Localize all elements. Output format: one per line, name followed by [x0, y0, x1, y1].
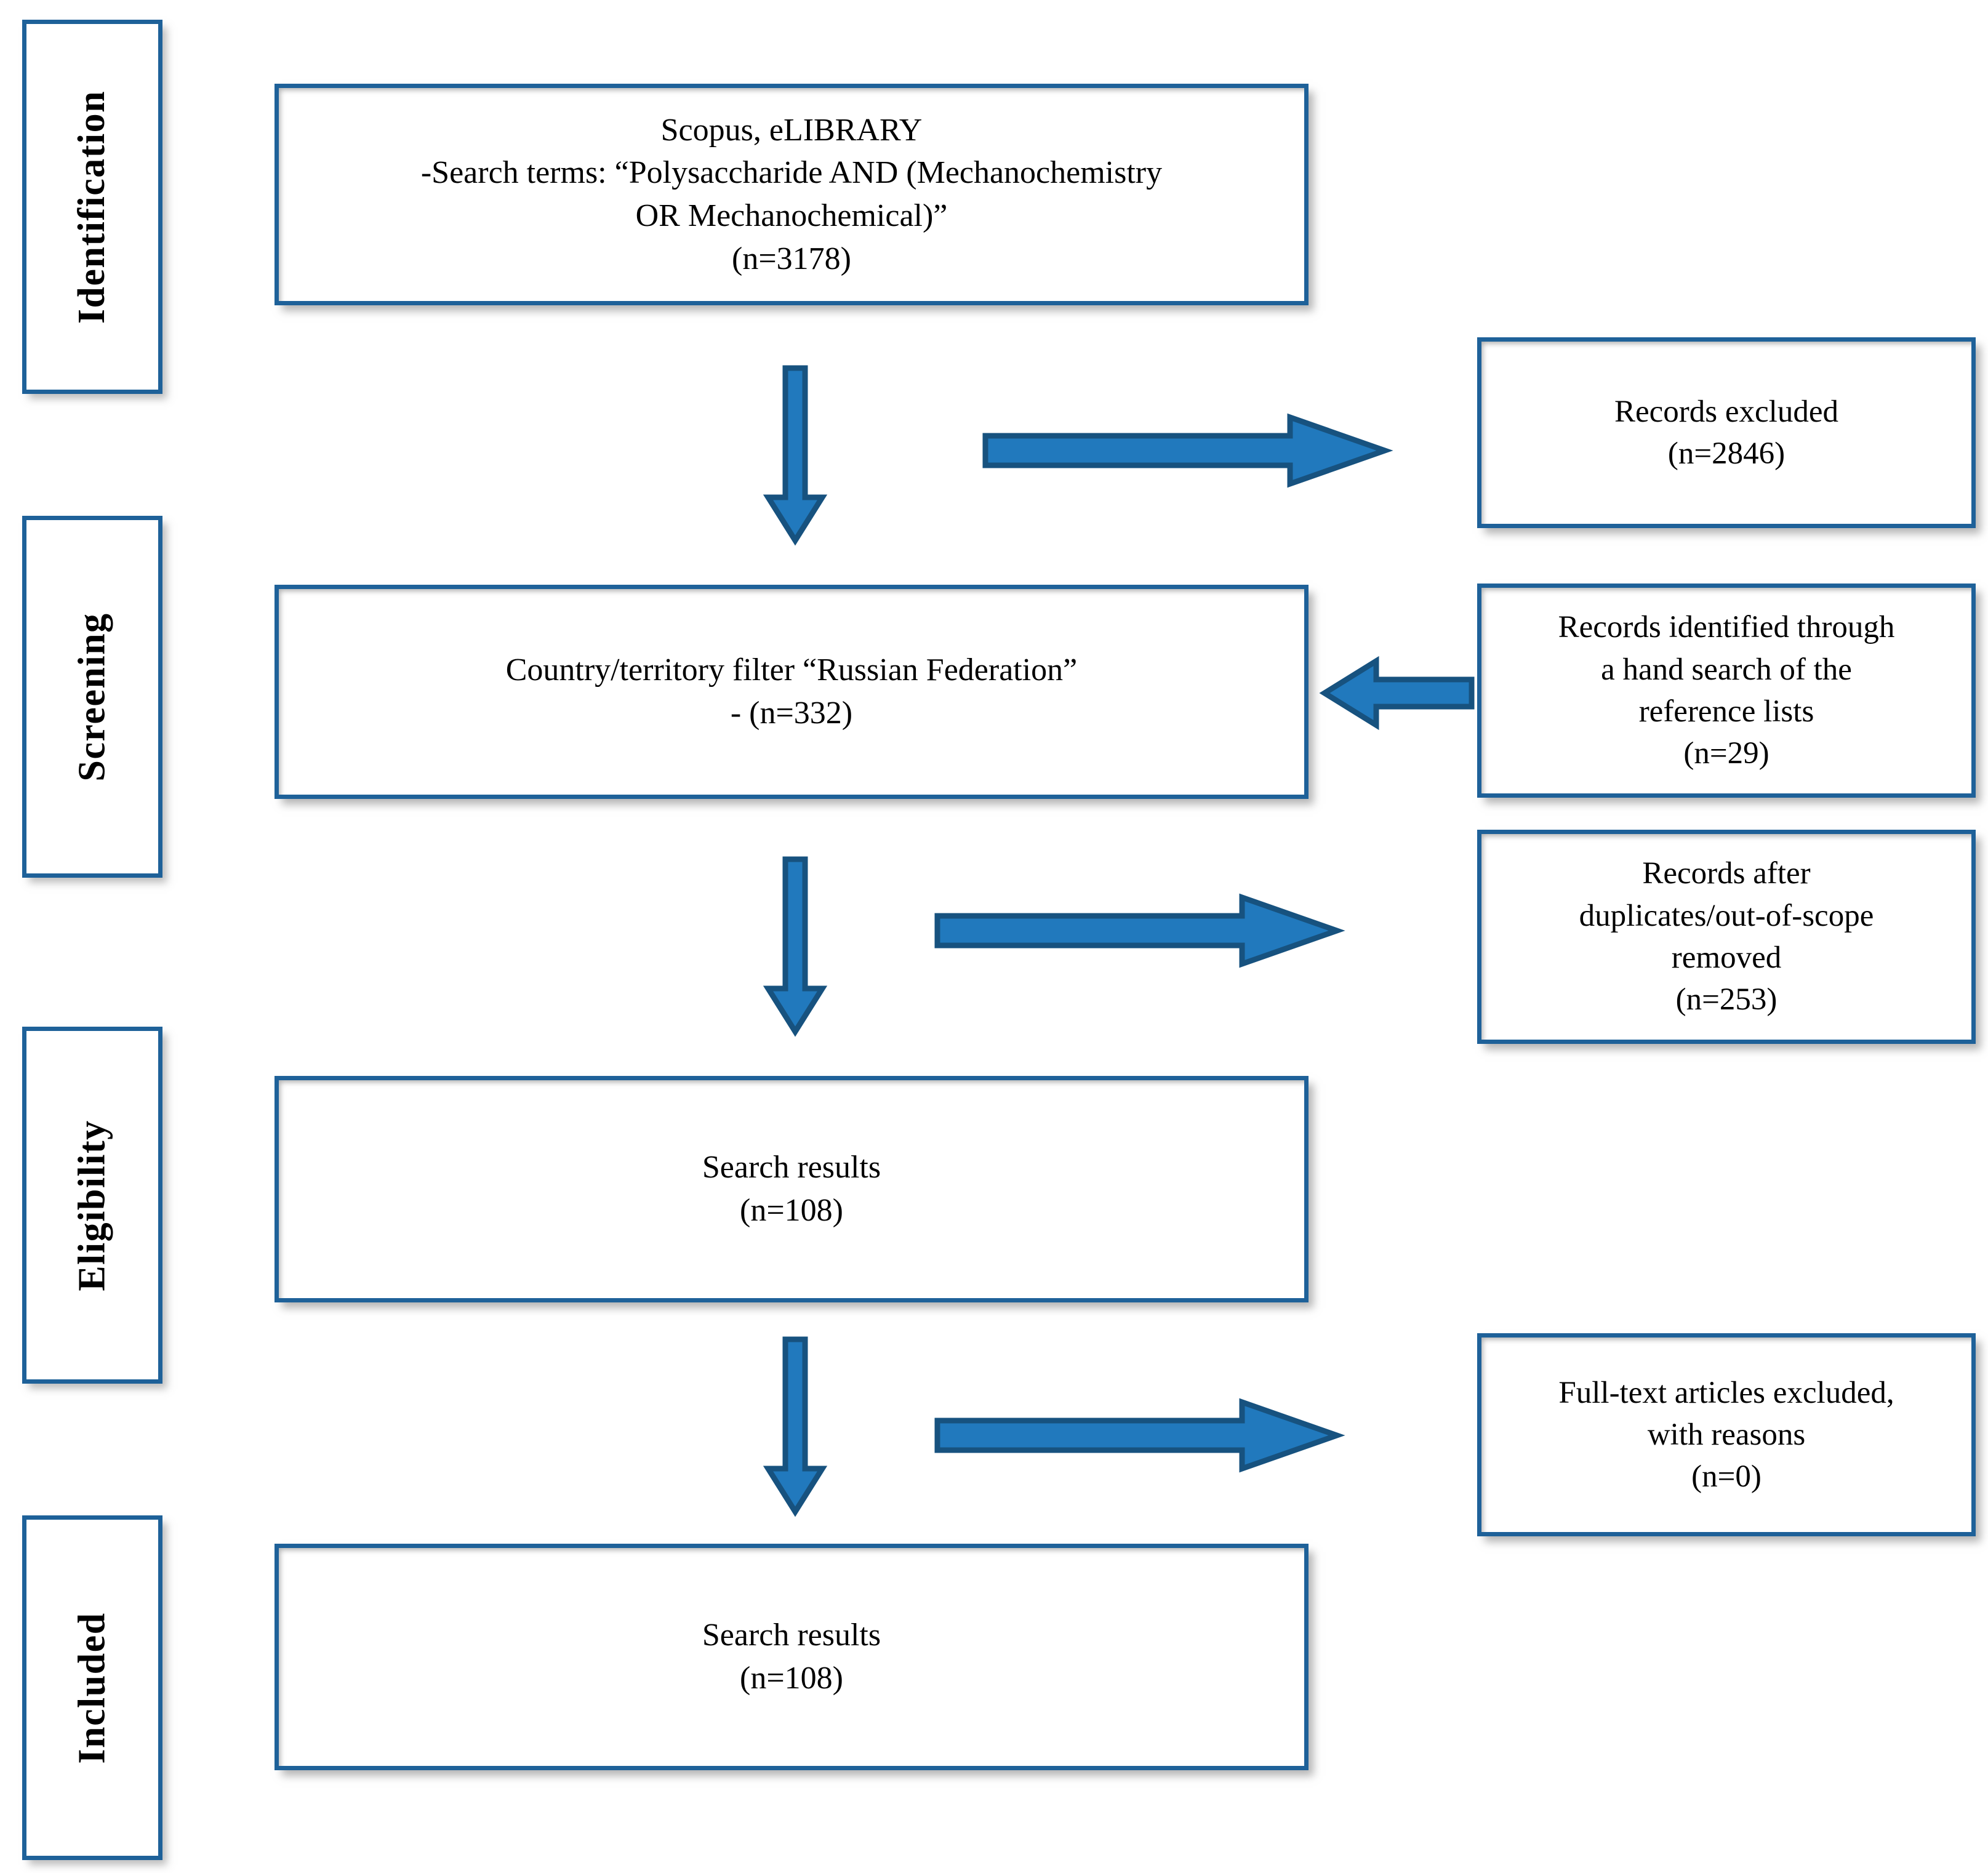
box-sources-line-1: Scopus, eLIBRARY [660, 112, 923, 148]
box-fulltext-excluded-line-2: with reasons [1647, 1417, 1806, 1452]
box-after-duplicates-line-1: Records after [1642, 856, 1811, 891]
stage-box-screening: Screening [22, 516, 162, 878]
box-fulltext-excluded-line-1: Full-text articles excluded, [1558, 1375, 1894, 1410]
box-eligibility-results-line-2: (n=108) [740, 1193, 843, 1228]
box-included-results-line-1: Search results [702, 1618, 881, 1653]
box-country-filter-line-2: - (n=332) [730, 696, 853, 731]
box-hand-search-line-2: a hand search of the [1601, 652, 1852, 687]
box-included-results-text: Search results (n=108) [686, 1614, 897, 1699]
box-after-duplicates-line-3: removed [1671, 941, 1782, 975]
arrow-left-hand-search-to-country [1319, 656, 1475, 731]
box-fulltext-excluded-text: Full-text articles excluded, with reason… [1542, 1372, 1910, 1498]
box-hand-search-text: Records identified through a hand search… [1542, 606, 1911, 774]
arrow-right-to-fulltext-excluded [934, 1398, 1345, 1473]
arrow-down-country-to-eligibility [758, 856, 832, 1037]
box-records-excluded-line-2: (n=2846) [1667, 436, 1786, 471]
box-included-results: Search results (n=108) [275, 1544, 1309, 1770]
stage-box-eligibility: Eligibility [22, 1027, 162, 1384]
box-country-filter-text: Country/territory filter “Russian Federa… [490, 649, 1094, 734]
box-eligibility-results-line-1: Search results [702, 1150, 881, 1185]
box-sources-text: Scopus, eLIBRARY -Search terms: “Polysac… [405, 109, 1178, 281]
box-after-duplicates-line-4: (n=253) [1675, 982, 1778, 1017]
stage-label-screening: Screening [71, 612, 113, 782]
box-sources-line-3: OR Mechanochemical)” [635, 198, 948, 233]
box-sources-line-2: -Search terms: “Polysaccharide AND (Mech… [420, 155, 1163, 191]
stage-label-eligibility: Eligibility [71, 1119, 113, 1291]
box-after-duplicates-text: Records after duplicates/out-of-scope re… [1563, 852, 1890, 1021]
box-hand-search-line-3: reference lists [1638, 694, 1814, 729]
box-eligibility-results: Search results (n=108) [275, 1076, 1309, 1302]
arrow-down-sources-to-country [758, 365, 832, 546]
box-hand-search: Records identified through a hand search… [1477, 584, 1976, 798]
box-hand-search-line-1: Records identified through [1558, 610, 1895, 645]
box-fulltext-excluded-line-3: (n=0) [1691, 1459, 1762, 1494]
arrow-right-to-after-duplicates [934, 893, 1345, 968]
box-sources: Scopus, eLIBRARY -Search terms: “Polysac… [275, 84, 1309, 305]
box-hand-search-line-4: (n=29) [1683, 736, 1770, 771]
box-country-filter: Country/territory filter “Russian Federa… [275, 585, 1309, 799]
stage-label-identification: Identification [71, 90, 113, 324]
stage-label-included: Included [71, 1611, 113, 1764]
stage-box-included: Included [22, 1515, 162, 1860]
box-after-duplicates: Records after duplicates/out-of-scope re… [1477, 830, 1976, 1044]
box-country-filter-line-1: Country/territory filter “Russian Federa… [505, 652, 1078, 688]
box-sources-line-4: (n=3178) [732, 241, 851, 276]
box-included-results-line-2: (n=108) [740, 1661, 843, 1696]
box-records-excluded: Records excluded (n=2846) [1477, 337, 1976, 528]
box-records-excluded-text: Records excluded (n=2846) [1598, 391, 1854, 475]
stage-box-identification: Identification [22, 20, 162, 394]
box-eligibility-results-text: Search results (n=108) [686, 1146, 897, 1232]
box-after-duplicates-line-2: duplicates/out-of-scope [1579, 898, 1874, 933]
arrow-down-eligibility-to-included [758, 1336, 832, 1517]
box-fulltext-excluded: Full-text articles excluded, with reason… [1477, 1333, 1976, 1536]
box-records-excluded-line-1: Records excluded [1614, 394, 1838, 429]
arrow-right-to-records-excluded [982, 413, 1393, 488]
